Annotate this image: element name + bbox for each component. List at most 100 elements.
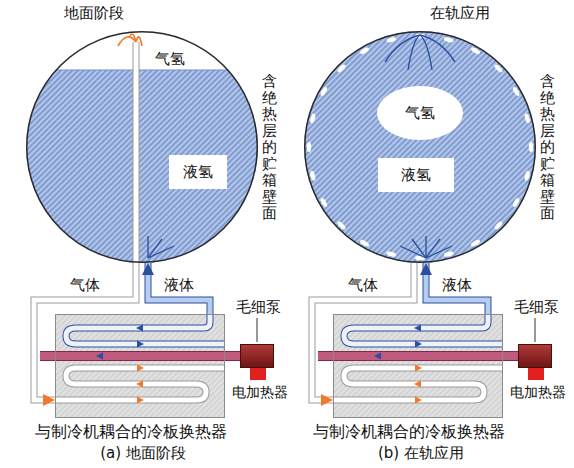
node-label: 气氢 <box>405 104 435 122</box>
pipe-connector <box>34 263 136 400</box>
wall-bubble <box>309 170 316 181</box>
liquid-hydrogen-fill <box>304 31 536 263</box>
pipe-connector <box>148 263 210 314</box>
panel-title: 在轨应用 <box>430 4 490 22</box>
wall-bubble <box>386 36 397 43</box>
wall-bubble <box>493 63 503 73</box>
wall-label: 含绝热层的贮箱壁面 <box>540 73 555 222</box>
node-label: 电加热器 <box>232 384 288 401</box>
panel-illustration <box>304 31 536 418</box>
liquid-hydrogen-fill <box>26 31 258 263</box>
liquid-return-arrow <box>147 236 148 258</box>
wall-bubble <box>443 251 454 258</box>
vent-flow-arrow <box>408 35 420 70</box>
flow-arrow <box>415 365 422 372</box>
tank-outline <box>26 31 258 263</box>
wall-bubble <box>529 142 533 152</box>
node-label: 毛细泵 <box>514 298 559 316</box>
capillary-pump: 毛细泵 <box>518 344 552 368</box>
flow-arrow <box>96 353 103 360</box>
cold-plate-body <box>55 314 225 418</box>
wall-bubble <box>524 170 531 181</box>
flow-arrow <box>136 381 143 388</box>
node-label: 液氢 <box>183 163 213 181</box>
pipe-bore <box>148 263 210 314</box>
node-label: 液氢 <box>401 166 431 184</box>
cold-plate-exchanger: 与制冷机耦合的冷板换热器 <box>333 314 503 418</box>
cold-plate-exchanger: 与制冷机耦合的冷板换热器 <box>55 314 225 418</box>
gas-ullage <box>26 31 258 70</box>
liquid-coil <box>344 314 502 344</box>
capillary-pump: 毛细泵 <box>240 344 274 368</box>
pipe-label: 液体 <box>162 276 196 294</box>
bubble-shape <box>377 86 463 140</box>
capillary-line <box>40 351 240 361</box>
pipe-wall <box>148 263 210 314</box>
flow-arrow <box>136 325 143 332</box>
gas-coil <box>55 368 224 400</box>
liquid-return-arrow <box>148 246 174 258</box>
node-label: 电加热器 <box>510 384 566 401</box>
leader-line <box>257 318 258 342</box>
gas-coil <box>55 368 224 400</box>
pipe-label: 气体 <box>346 276 380 294</box>
tank-outline <box>304 31 536 263</box>
pipe-connector <box>312 263 414 400</box>
wall-bubble <box>493 220 503 230</box>
capillary-line <box>318 351 518 361</box>
wall-bubble <box>386 251 397 258</box>
vent-pipe <box>134 42 139 263</box>
flow-arrow <box>137 397 144 404</box>
wall-bubble <box>307 142 311 152</box>
liquid-coil <box>66 314 224 344</box>
flow-arrow <box>414 381 421 388</box>
pipe-label: 气体 <box>68 276 102 294</box>
flow-arrow <box>137 341 144 348</box>
leader-line <box>535 318 536 342</box>
liquid-coil <box>344 314 502 344</box>
flow-arrow <box>137 365 144 372</box>
flow-arrow <box>415 397 422 404</box>
pipe-wall <box>426 263 488 314</box>
node-label: 气氢 <box>155 50 185 68</box>
gas-inflow-arrow <box>136 37 142 46</box>
vent-pipe <box>133 42 140 263</box>
liquid-return-arrow <box>426 246 452 258</box>
node-label: 毛细泵 <box>236 298 281 316</box>
storage-tank: 气氢液氢含绝热层的贮箱壁面 <box>304 31 536 263</box>
flow-arrow <box>374 353 381 360</box>
liquid-region-box: 液氢 <box>169 155 227 189</box>
electric-heater: 电加热器 <box>250 368 266 380</box>
wall-label: 含绝热层的贮箱壁面 <box>262 73 277 222</box>
panel-illustration <box>26 31 258 418</box>
flow-arrow <box>415 341 422 348</box>
gas-inflow-arrow <box>130 34 136 42</box>
pipe-bore <box>426 263 488 314</box>
liquid-return-arrow <box>425 236 426 258</box>
pipe-wall <box>34 263 136 400</box>
pipe-arrowhead <box>312 263 414 400</box>
liquid-coil <box>66 314 224 344</box>
capillary-line <box>318 352 518 360</box>
flow-arrow <box>414 325 421 332</box>
capillary-line <box>40 352 240 360</box>
pipe-connector <box>426 263 488 314</box>
liquid-return-arrow <box>400 246 426 258</box>
tank-wall <box>305 32 536 263</box>
liquid-surface <box>26 70 258 71</box>
panel-caption: (b) 在轨应用 <box>378 444 464 462</box>
liquid-region-box: 液氢 <box>378 158 454 192</box>
node-label: 与制冷机耦合的冷板换热器 <box>35 422 227 441</box>
vent-flow-arrow <box>420 35 455 62</box>
wall-bubble <box>309 113 316 124</box>
vent-flow-arrow <box>420 35 432 70</box>
wall-bubble <box>443 36 454 43</box>
panel-title: 地面阶段 <box>64 4 124 22</box>
cold-plate-body <box>333 314 503 418</box>
storage-tank: 液氢气氢含绝热层的贮箱壁面 <box>26 31 258 263</box>
pipe-arrowhead <box>426 263 488 314</box>
pipe-wall <box>312 263 414 400</box>
pipe-arrowhead <box>148 263 210 314</box>
